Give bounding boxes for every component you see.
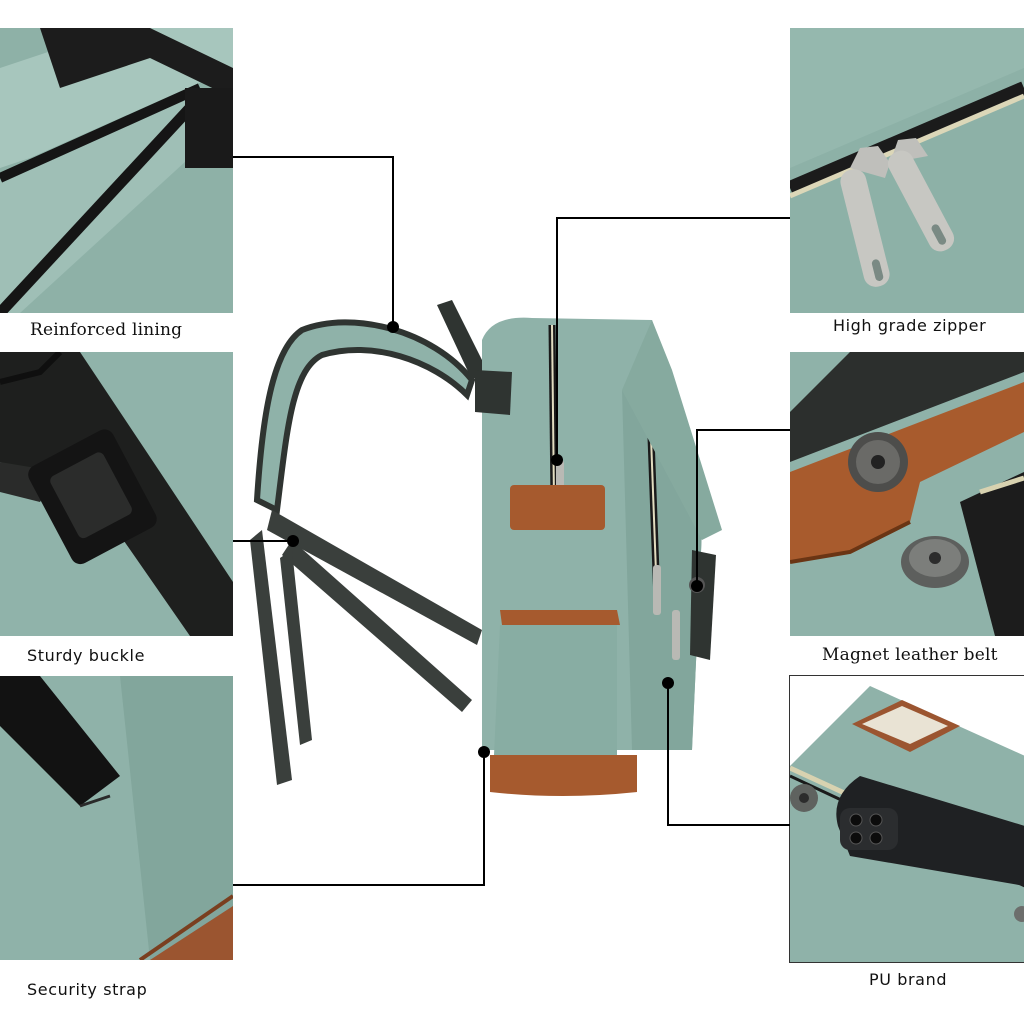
dot-security-strap — [478, 746, 490, 758]
backpack-side-view — [232, 300, 732, 820]
caption-sturdy-buckle: Sturdy buckle — [27, 646, 146, 665]
dot-sturdy-buckle — [287, 535, 299, 547]
dot-high-grade-zipper — [551, 454, 563, 466]
caption-reinforced-lining: Reinforced lining — [30, 320, 183, 340]
caption-high-grade-zipper: High grade zipper — [833, 316, 987, 335]
dot-magnet-leather-belt — [691, 580, 703, 592]
caption-security-strap: Security strap — [27, 980, 148, 999]
pu-brand-photo — [789, 675, 1024, 963]
dot-reinforced-lining — [387, 321, 399, 333]
caption-pu-brand: PU brand — [869, 970, 948, 989]
security-strap-photo — [0, 676, 233, 960]
dot-pu-brand — [662, 677, 674, 689]
caption-magnet-leather-belt: Magnet leather belt — [822, 645, 998, 665]
magnet-leather-belt-photo — [790, 352, 1024, 636]
high-grade-zipper-photo — [790, 28, 1024, 313]
sturdy-buckle-photo — [0, 352, 233, 636]
reinforced-lining-photo — [0, 28, 233, 313]
